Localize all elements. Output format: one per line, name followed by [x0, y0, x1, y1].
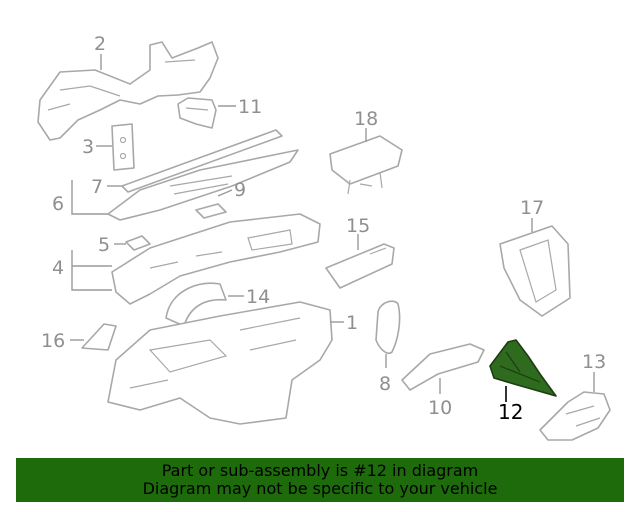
part-5-cover	[125, 235, 151, 251]
part-12-highlighted	[489, 339, 557, 397]
callout-8: 8	[379, 373, 391, 395]
callout-12: 12	[498, 400, 523, 424]
part-2-cross-car-beam	[37, 41, 219, 141]
callout-2: 2	[94, 33, 106, 55]
part-6-upper-pad	[107, 149, 299, 221]
part-7-defroster-strip	[121, 129, 283, 193]
callout-6: 6	[52, 193, 64, 215]
part-1-instrument-panel	[107, 301, 333, 425]
part-8-trim	[375, 300, 401, 355]
parts-diagram: 2 11 3 7 6 9 5 4	[37, 33, 611, 441]
callout-18: 18	[354, 108, 378, 130]
callout-4: 4	[52, 257, 64, 279]
part-18-airbag	[329, 135, 403, 195]
callout-3: 3	[82, 136, 94, 158]
part-14-cluster-bezel	[165, 282, 227, 327]
part-10-lower-trim	[401, 343, 485, 391]
part-15-trim-panel	[325, 243, 395, 289]
callout-13: 13	[582, 351, 606, 373]
part-9-clip	[195, 203, 227, 219]
callout-1: 1	[346, 312, 358, 334]
banner-line-2: Diagram may not be specific to your vehi…	[142, 479, 498, 498]
callout-7: 7	[91, 176, 103, 198]
callout-15: 15	[346, 215, 370, 237]
callout-5: 5	[98, 234, 110, 256]
part-4-panel-carrier	[111, 213, 321, 305]
info-banner: Part or sub-assembly is #12 in diagram D…	[16, 458, 624, 502]
part-11-bracket	[177, 97, 217, 129]
part-16-vent	[81, 323, 117, 351]
part-13-lower-cover	[539, 391, 611, 441]
callout-16: 16	[41, 330, 65, 352]
part-3-plate	[111, 123, 135, 171]
part-17-center-bezel	[499, 225, 571, 317]
callout-9: 9	[234, 179, 246, 201]
callout-17: 17	[520, 197, 544, 219]
banner-line-1: Part or sub-assembly is #12 in diagram	[161, 461, 479, 480]
callout-10: 10	[428, 397, 452, 419]
callout-11: 11	[238, 96, 262, 118]
callout-14: 14	[246, 286, 270, 308]
